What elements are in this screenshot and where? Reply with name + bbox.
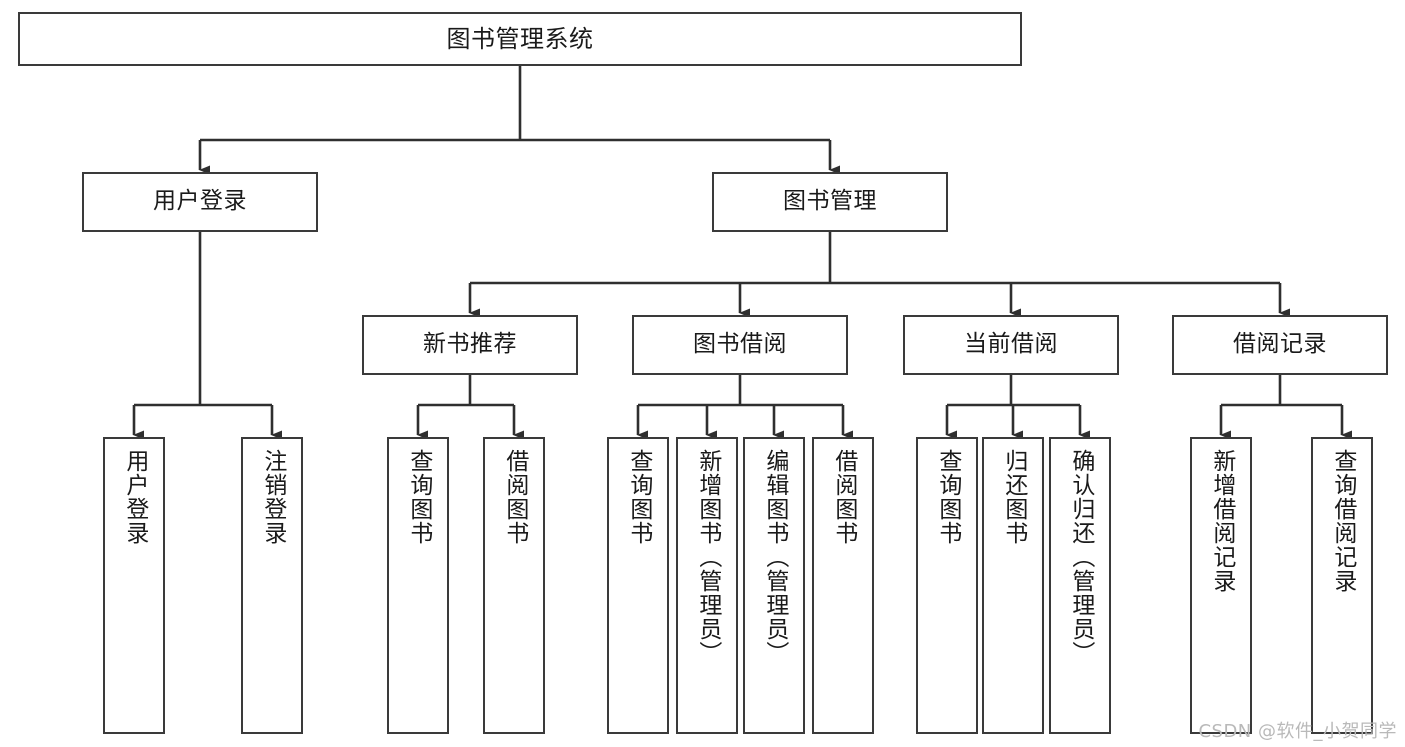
node-leaf-borrow-book-1[interactable]: 借阅图书: [483, 437, 545, 734]
node-book-manage-label: 图书管理: [783, 188, 877, 215]
node-leaf-query-book-3[interactable]: 查询图书: [916, 437, 978, 734]
node-leaf-edit-book-label: 编辑图书（管理员）: [761, 449, 788, 665]
node-book-borrow-label: 图书借阅: [693, 331, 787, 358]
node-leaf-user-logout[interactable]: 注销登录: [241, 437, 303, 734]
node-current-borrow-label: 当前借阅: [964, 331, 1058, 358]
node-leaf-confirm-return-label: 确认归还（管理员）: [1067, 449, 1094, 665]
node-leaf-add-record-label: 新增借阅记录: [1208, 449, 1235, 593]
node-leaf-confirm-return[interactable]: 确认归还（管理员）: [1049, 437, 1111, 734]
node-book-manage[interactable]: 图书管理: [712, 172, 948, 232]
node-leaf-query-book-3-label: 查询图书: [934, 449, 961, 545]
node-new-book-recommend-label: 新书推荐: [423, 331, 517, 358]
node-leaf-query-book-1-label: 查询图书: [405, 449, 432, 545]
node-leaf-add-book-label: 新增图书（管理员）: [694, 449, 721, 665]
node-leaf-add-book[interactable]: 新增图书（管理员）: [676, 437, 738, 734]
node-leaf-query-book-1[interactable]: 查询图书: [387, 437, 449, 734]
node-root[interactable]: 图书管理系统: [18, 12, 1022, 66]
node-borrow-record-label: 借阅记录: [1233, 331, 1327, 358]
node-leaf-borrow-book-2-label: 借阅图书: [830, 449, 857, 545]
node-book-borrow[interactable]: 图书借阅: [632, 315, 848, 375]
node-user-login[interactable]: 用户登录: [82, 172, 318, 232]
node-new-book-recommend[interactable]: 新书推荐: [362, 315, 578, 375]
node-current-borrow[interactable]: 当前借阅: [903, 315, 1119, 375]
node-leaf-return-book[interactable]: 归还图书: [982, 437, 1044, 734]
node-leaf-user-login-label: 用户登录: [121, 449, 148, 545]
node-leaf-return-book-label: 归还图书: [1000, 449, 1027, 545]
node-leaf-user-login[interactable]: 用户登录: [103, 437, 165, 734]
node-leaf-add-record[interactable]: 新增借阅记录: [1190, 437, 1252, 734]
node-leaf-query-record-label: 查询借阅记录: [1329, 449, 1356, 593]
watermark: CSDN @软件_小贺同学: [1198, 721, 1397, 742]
node-leaf-query-book-2-label: 查询图书: [625, 449, 652, 545]
node-leaf-user-logout-label: 注销登录: [259, 449, 286, 545]
node-user-login-label: 用户登录: [153, 188, 247, 215]
node-borrow-record[interactable]: 借阅记录: [1172, 315, 1388, 375]
node-leaf-borrow-book-2[interactable]: 借阅图书: [812, 437, 874, 734]
node-leaf-borrow-book-1-label: 借阅图书: [501, 449, 528, 545]
node-root-label: 图书管理系统: [446, 24, 594, 53]
node-leaf-query-book-2[interactable]: 查询图书: [607, 437, 669, 734]
node-leaf-query-record[interactable]: 查询借阅记录: [1311, 437, 1373, 734]
node-leaf-edit-book[interactable]: 编辑图书（管理员）: [743, 437, 805, 734]
